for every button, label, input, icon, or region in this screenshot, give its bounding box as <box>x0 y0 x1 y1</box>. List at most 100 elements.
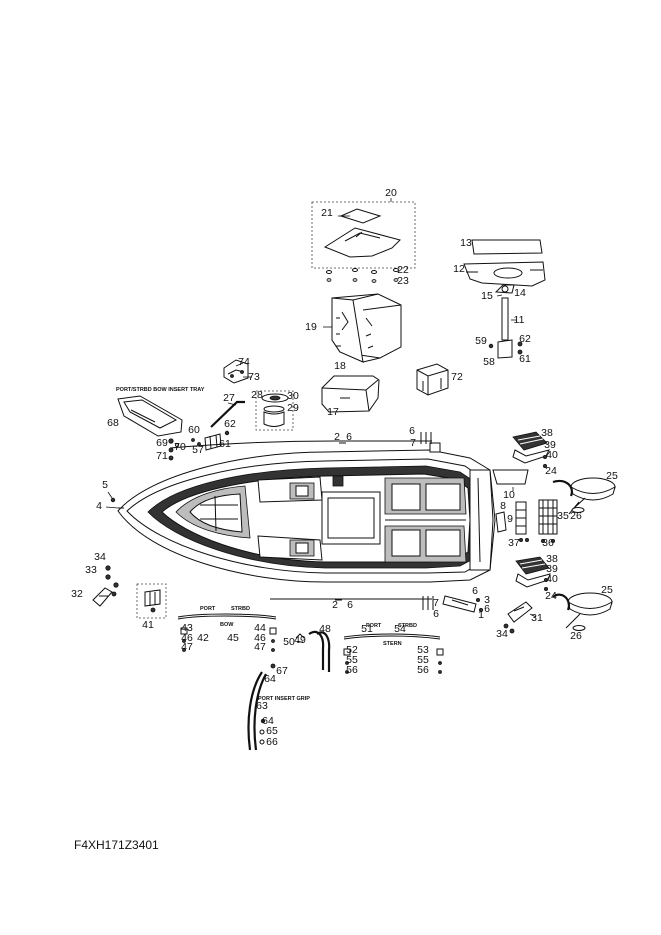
callout-27: 27 <box>223 392 235 404</box>
callout-21: 21 <box>321 207 333 219</box>
callout-7: 7 <box>410 437 416 449</box>
callout-6: 6 <box>409 425 415 437</box>
callout-64: 64 <box>264 673 276 685</box>
callout-62: 62 <box>519 333 531 345</box>
callout-68: 68 <box>107 417 119 429</box>
leader-layer <box>105 198 537 618</box>
callout-38: 38 <box>546 553 558 565</box>
callout-48: 48 <box>319 623 331 635</box>
callout-6: 6 <box>433 608 439 620</box>
part-10-plate <box>492 469 529 485</box>
callout-60: 60 <box>188 424 200 436</box>
callout-69: 69 <box>156 437 168 449</box>
helm-console-18-19 <box>331 293 402 363</box>
callout-6: 6 <box>484 603 490 615</box>
callout-10: 10 <box>503 489 515 501</box>
callout-67: 67 <box>276 665 288 677</box>
callout-55: 55 <box>417 654 429 666</box>
callout-20: 20 <box>385 187 397 199</box>
rub-rail-2 <box>169 440 441 601</box>
part-72-block <box>416 363 449 396</box>
leader-line <box>496 294 503 297</box>
callout-1: 1 <box>478 609 484 621</box>
callout-53: 53 <box>417 644 429 656</box>
caption-strbd-bow: STRBD <box>231 606 250 612</box>
leader-line <box>235 362 244 367</box>
caption-stern: STERN <box>383 641 402 647</box>
caption-port-bow: PORT <box>200 606 216 612</box>
callout-36: 36 <box>542 537 554 549</box>
part-21-pad <box>339 208 382 224</box>
callout-50: 50 <box>283 636 295 648</box>
bow-ladder-32 <box>92 565 119 607</box>
leader-line <box>227 402 237 406</box>
bow-insert-tray-68 <box>117 395 183 461</box>
callout-34: 34 <box>94 551 106 563</box>
callout-47: 47 <box>181 641 193 653</box>
part-41-group <box>136 583 167 619</box>
callout-17: 17 <box>327 406 339 418</box>
stern-rails-51-54 <box>343 633 444 674</box>
callout-13: 13 <box>460 237 472 249</box>
callout-46: 46 <box>254 632 266 644</box>
callout-22: 22 <box>397 264 409 276</box>
callout-73: 73 <box>248 371 260 383</box>
callout-14: 14 <box>514 287 526 299</box>
leader-line <box>105 506 119 509</box>
part-20-hatch-lid <box>323 227 401 258</box>
caption-strbd-stern: STRBD <box>398 623 417 629</box>
part-13-panel <box>471 239 543 255</box>
callout-25: 25 <box>606 470 618 482</box>
callout-56: 56 <box>417 664 429 676</box>
caption-bow-insert-tray: PORT/STRBD BOW INSERT TRAY <box>116 387 205 393</box>
callout-11: 11 <box>514 314 525 326</box>
callout-9: 9 <box>507 513 513 525</box>
callout-24: 24 <box>545 590 557 602</box>
callout-40: 40 <box>546 573 558 585</box>
callout-6: 6 <box>472 585 478 597</box>
callout-38: 38 <box>541 427 553 439</box>
callout-29: 29 <box>287 402 299 414</box>
callout-34: 34 <box>496 628 508 640</box>
swim-platform-bracket-1-3 <box>442 595 483 613</box>
callout-39: 39 <box>546 563 558 575</box>
callout-70: 70 <box>174 441 186 453</box>
leader-line <box>529 613 537 618</box>
callout-42: 42 <box>197 632 209 644</box>
console-panel-12-13 <box>463 239 546 359</box>
swim-step-38-top <box>512 431 550 468</box>
callout-56: 56 <box>346 664 358 676</box>
callout-59: 59 <box>475 335 487 347</box>
storage-box-17 <box>321 375 380 413</box>
callout-74: 74 <box>238 356 250 368</box>
callout-61: 61 <box>219 438 231 450</box>
callout-2: 2 <box>334 431 340 443</box>
callout-51: 51 <box>361 623 373 635</box>
callout-6: 6 <box>347 599 353 611</box>
callout-57: 57 <box>192 444 204 456</box>
callout-62: 62 <box>224 418 236 430</box>
hatch-assembly-frame <box>311 201 416 283</box>
callout-12: 12 <box>453 263 465 275</box>
callout-19: 19 <box>305 321 317 333</box>
stern-seat-25-bottom <box>552 592 613 631</box>
callout-26: 26 <box>570 630 582 642</box>
callout-54: 54 <box>394 623 406 635</box>
callout-49: 49 <box>294 634 306 646</box>
caption-port-stern: PORT <box>366 623 382 629</box>
callout-64: 64 <box>262 715 274 727</box>
part-58-bracket <box>497 339 513 359</box>
callout-28: 28 <box>251 389 263 401</box>
bow-rails-42-45 <box>177 613 277 652</box>
callout-40: 40 <box>546 449 558 461</box>
cleat-31 <box>503 601 533 634</box>
callout-3: 3 <box>484 594 490 606</box>
callout-43: 43 <box>181 622 193 634</box>
boat-hull <box>117 449 496 583</box>
callout-47: 47 <box>254 641 266 653</box>
callout-35: 35 <box>557 510 569 522</box>
cup-holder-28-30 <box>255 390 294 431</box>
callout-31: 31 <box>531 612 543 624</box>
callout-61: 61 <box>519 353 531 365</box>
callout-71: 71 <box>156 450 168 462</box>
